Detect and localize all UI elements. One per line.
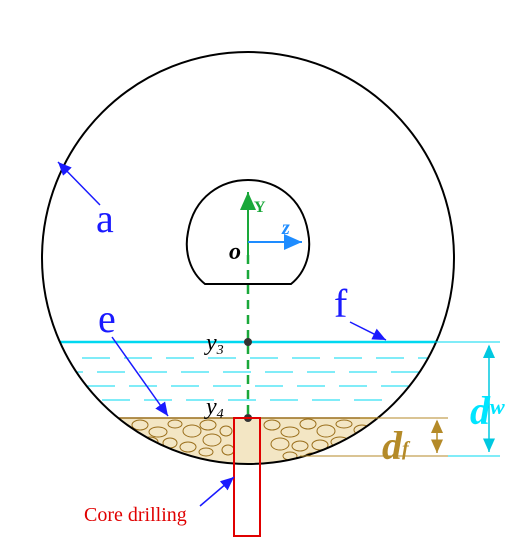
sediment-layer [42, 417, 454, 464]
water-zone [42, 340, 454, 401]
leader-f [349, 321, 387, 341]
y4-label: y [204, 394, 217, 420]
svg-text:y4: y4 [204, 394, 224, 422]
svg-text:df: df [382, 423, 411, 468]
svg-text:y3: y3 [204, 330, 224, 358]
leader-core [199, 476, 235, 507]
tunnel-profile [185, 178, 311, 285]
label-e: e [98, 296, 116, 341]
y4-subscript: 4 [217, 407, 224, 422]
y3-subscript: 3 [216, 343, 224, 358]
df-subscript: f [402, 438, 411, 460]
svg-text:dw: dw [470, 388, 505, 433]
label-f: f [334, 281, 348, 326]
point-y3 [244, 338, 252, 346]
dw-label: d [470, 388, 491, 433]
dw-subscript: w [490, 394, 505, 419]
origin-label: o [229, 239, 241, 265]
label-a: a [96, 196, 114, 241]
leader-e [111, 336, 169, 417]
leader-a [57, 161, 101, 206]
y-axis-label: Y [254, 199, 266, 216]
z-axis-label: z [281, 217, 290, 239]
df-label: d [382, 423, 403, 468]
outer-circle [41, 51, 455, 465]
core-drilling-label: Core drilling [84, 504, 187, 526]
y3-label: y [204, 330, 217, 356]
